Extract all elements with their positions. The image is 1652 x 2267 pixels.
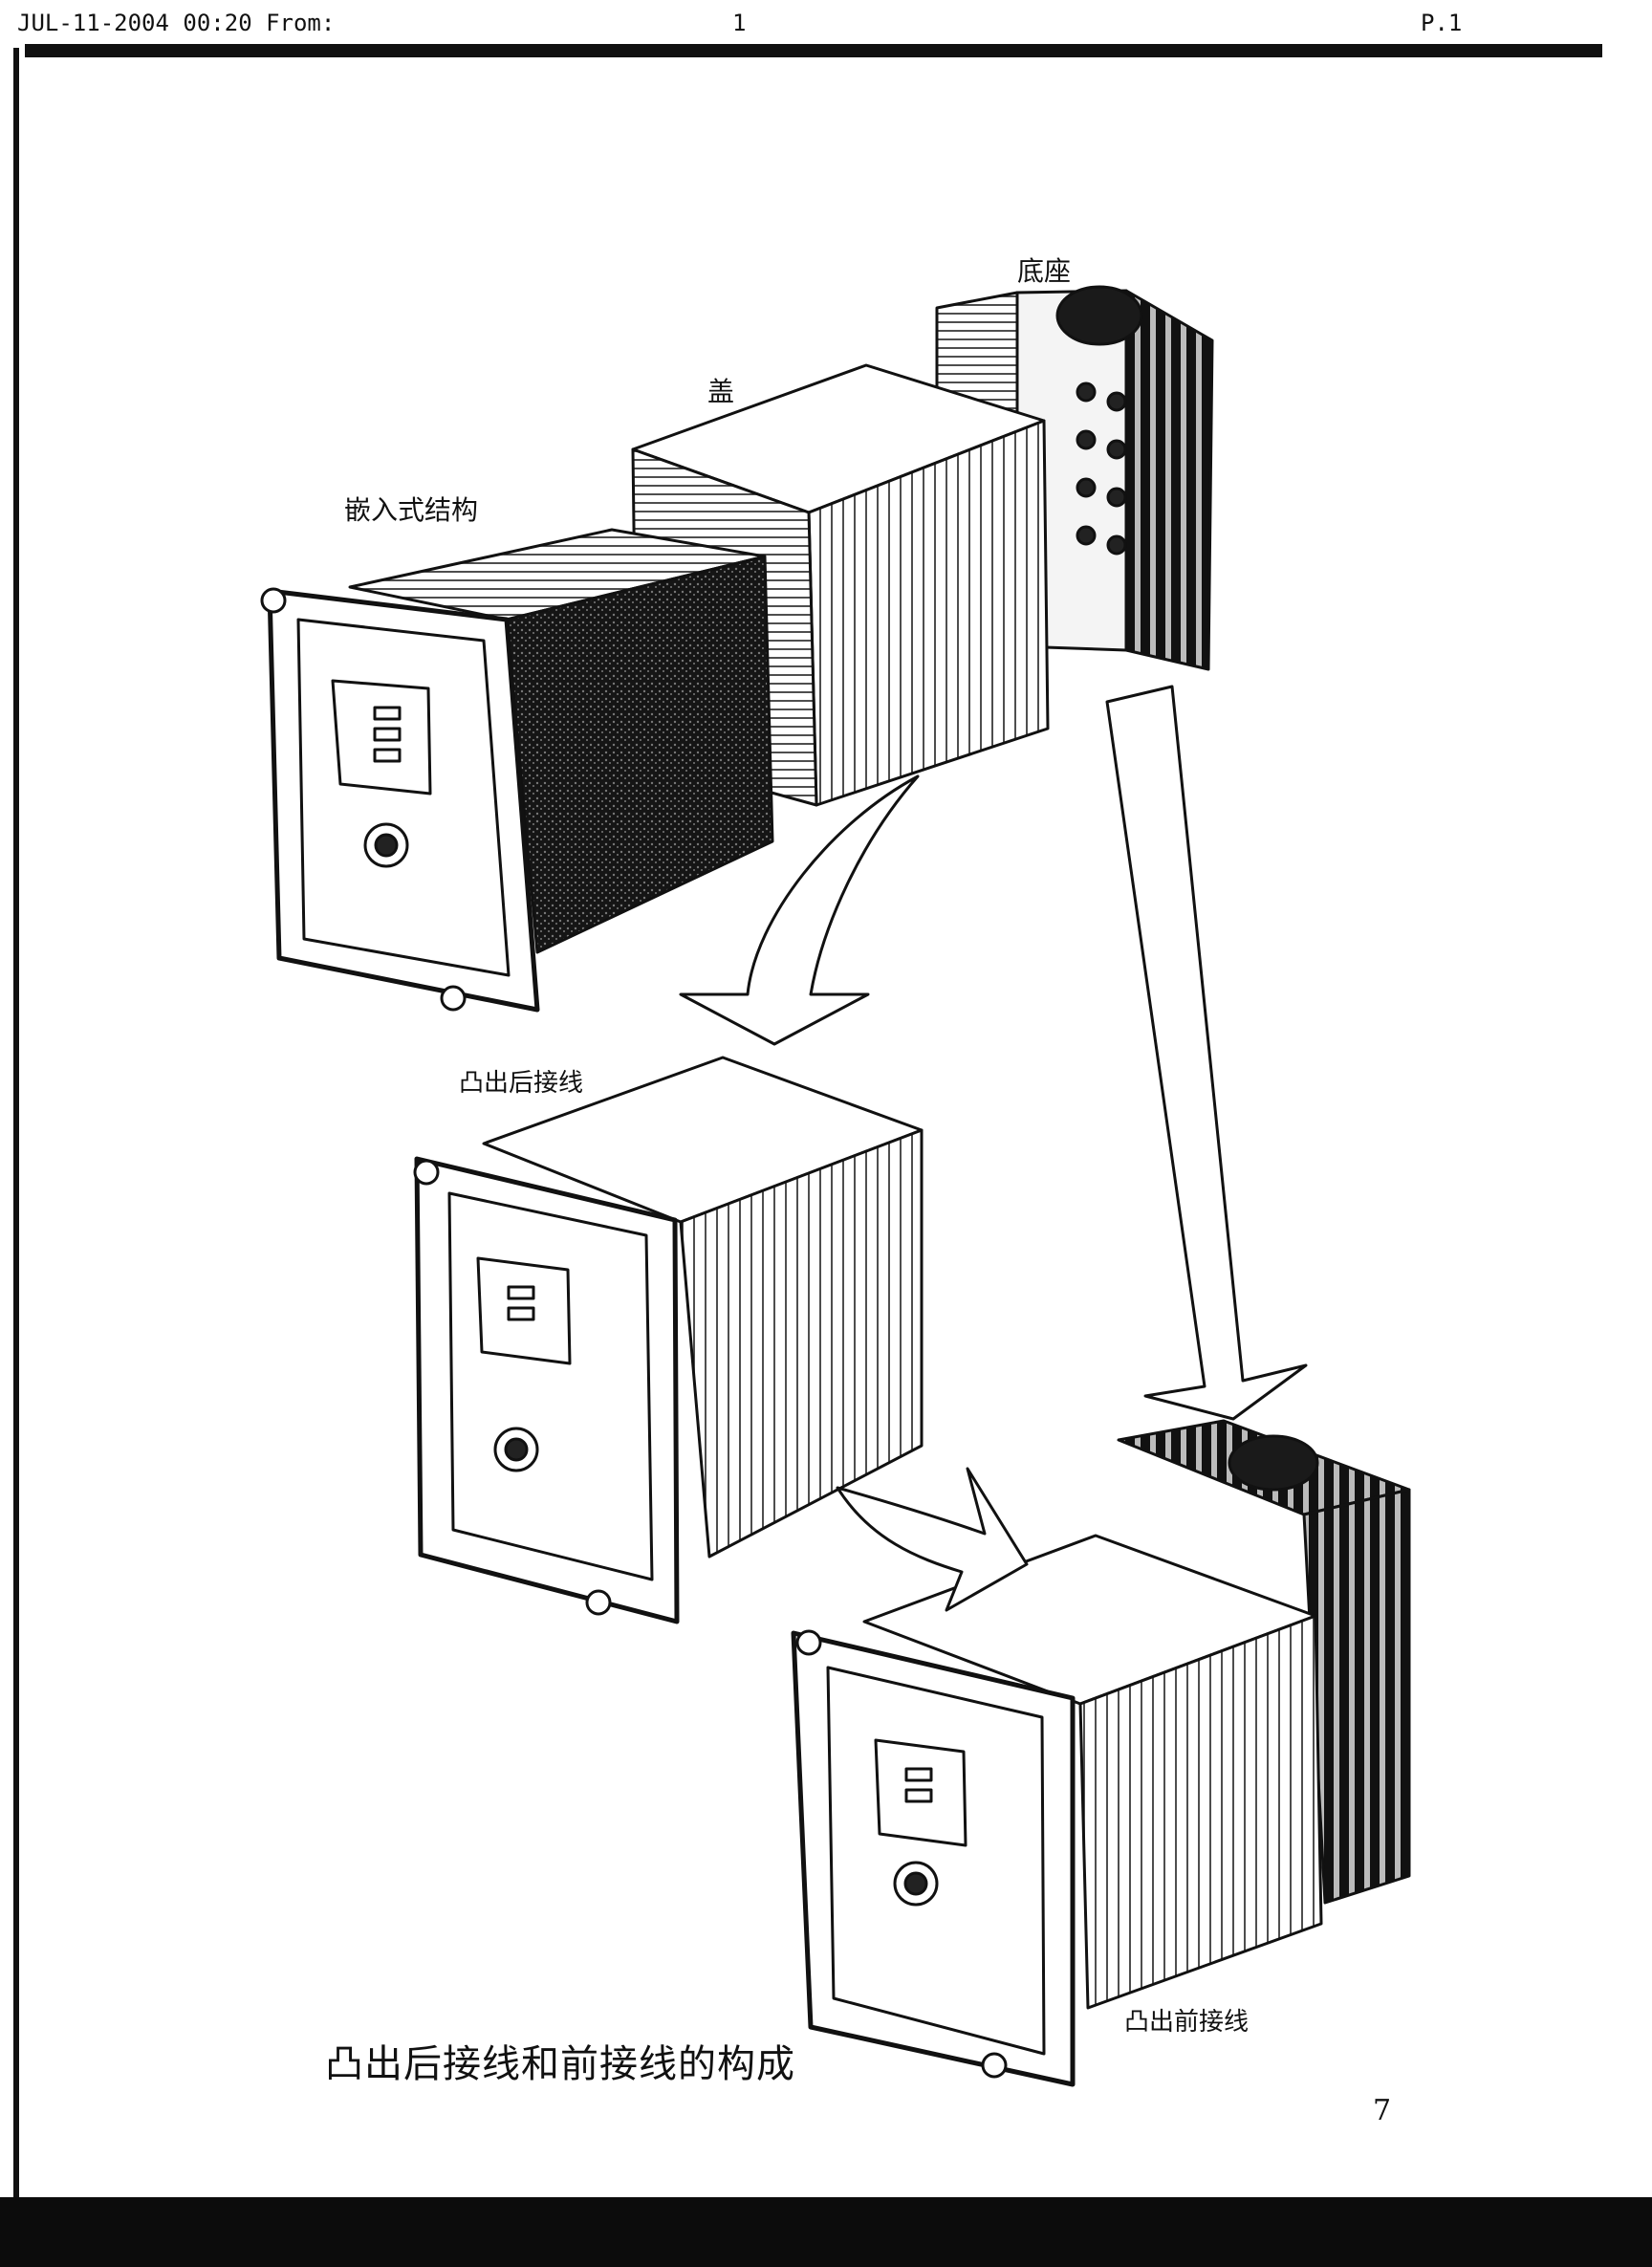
arrow-to-rear-wiring bbox=[679, 774, 920, 1046]
front-wired-relay-unit bbox=[791, 1419, 1411, 2087]
figure-caption: 凸出后接线和前接线的构成 bbox=[325, 2042, 795, 2086]
page-number: 7 bbox=[1373, 2094, 1392, 2127]
label-cover: 盖 bbox=[707, 376, 735, 407]
label-protruding-rear-wiring: 凸出后接线 bbox=[459, 1069, 584, 1098]
scan-left-edge bbox=[13, 48, 19, 2199]
label-base: 底座 bbox=[1017, 255, 1072, 287]
rear-wired-relay-unit bbox=[413, 1056, 924, 1624]
fax-page-counter: 1 bbox=[732, 10, 747, 36]
scan-top-border bbox=[25, 44, 1602, 57]
arrow-to-front-wiring bbox=[836, 1467, 1029, 1612]
embedded-relay-unit bbox=[260, 528, 774, 1013]
fax-header: JUL-11-2004 00:20 From: bbox=[17, 10, 336, 36]
fax-page-id: P.1 bbox=[1421, 10, 1463, 36]
scan-bottom-band bbox=[0, 2197, 1652, 2267]
arrow-base-to-front-wiring bbox=[1105, 685, 1308, 1421]
label-protruding-front-wiring: 凸出前接线 bbox=[1124, 2008, 1250, 2037]
label-embedded-structure: 嵌入式结构 bbox=[344, 494, 479, 526]
